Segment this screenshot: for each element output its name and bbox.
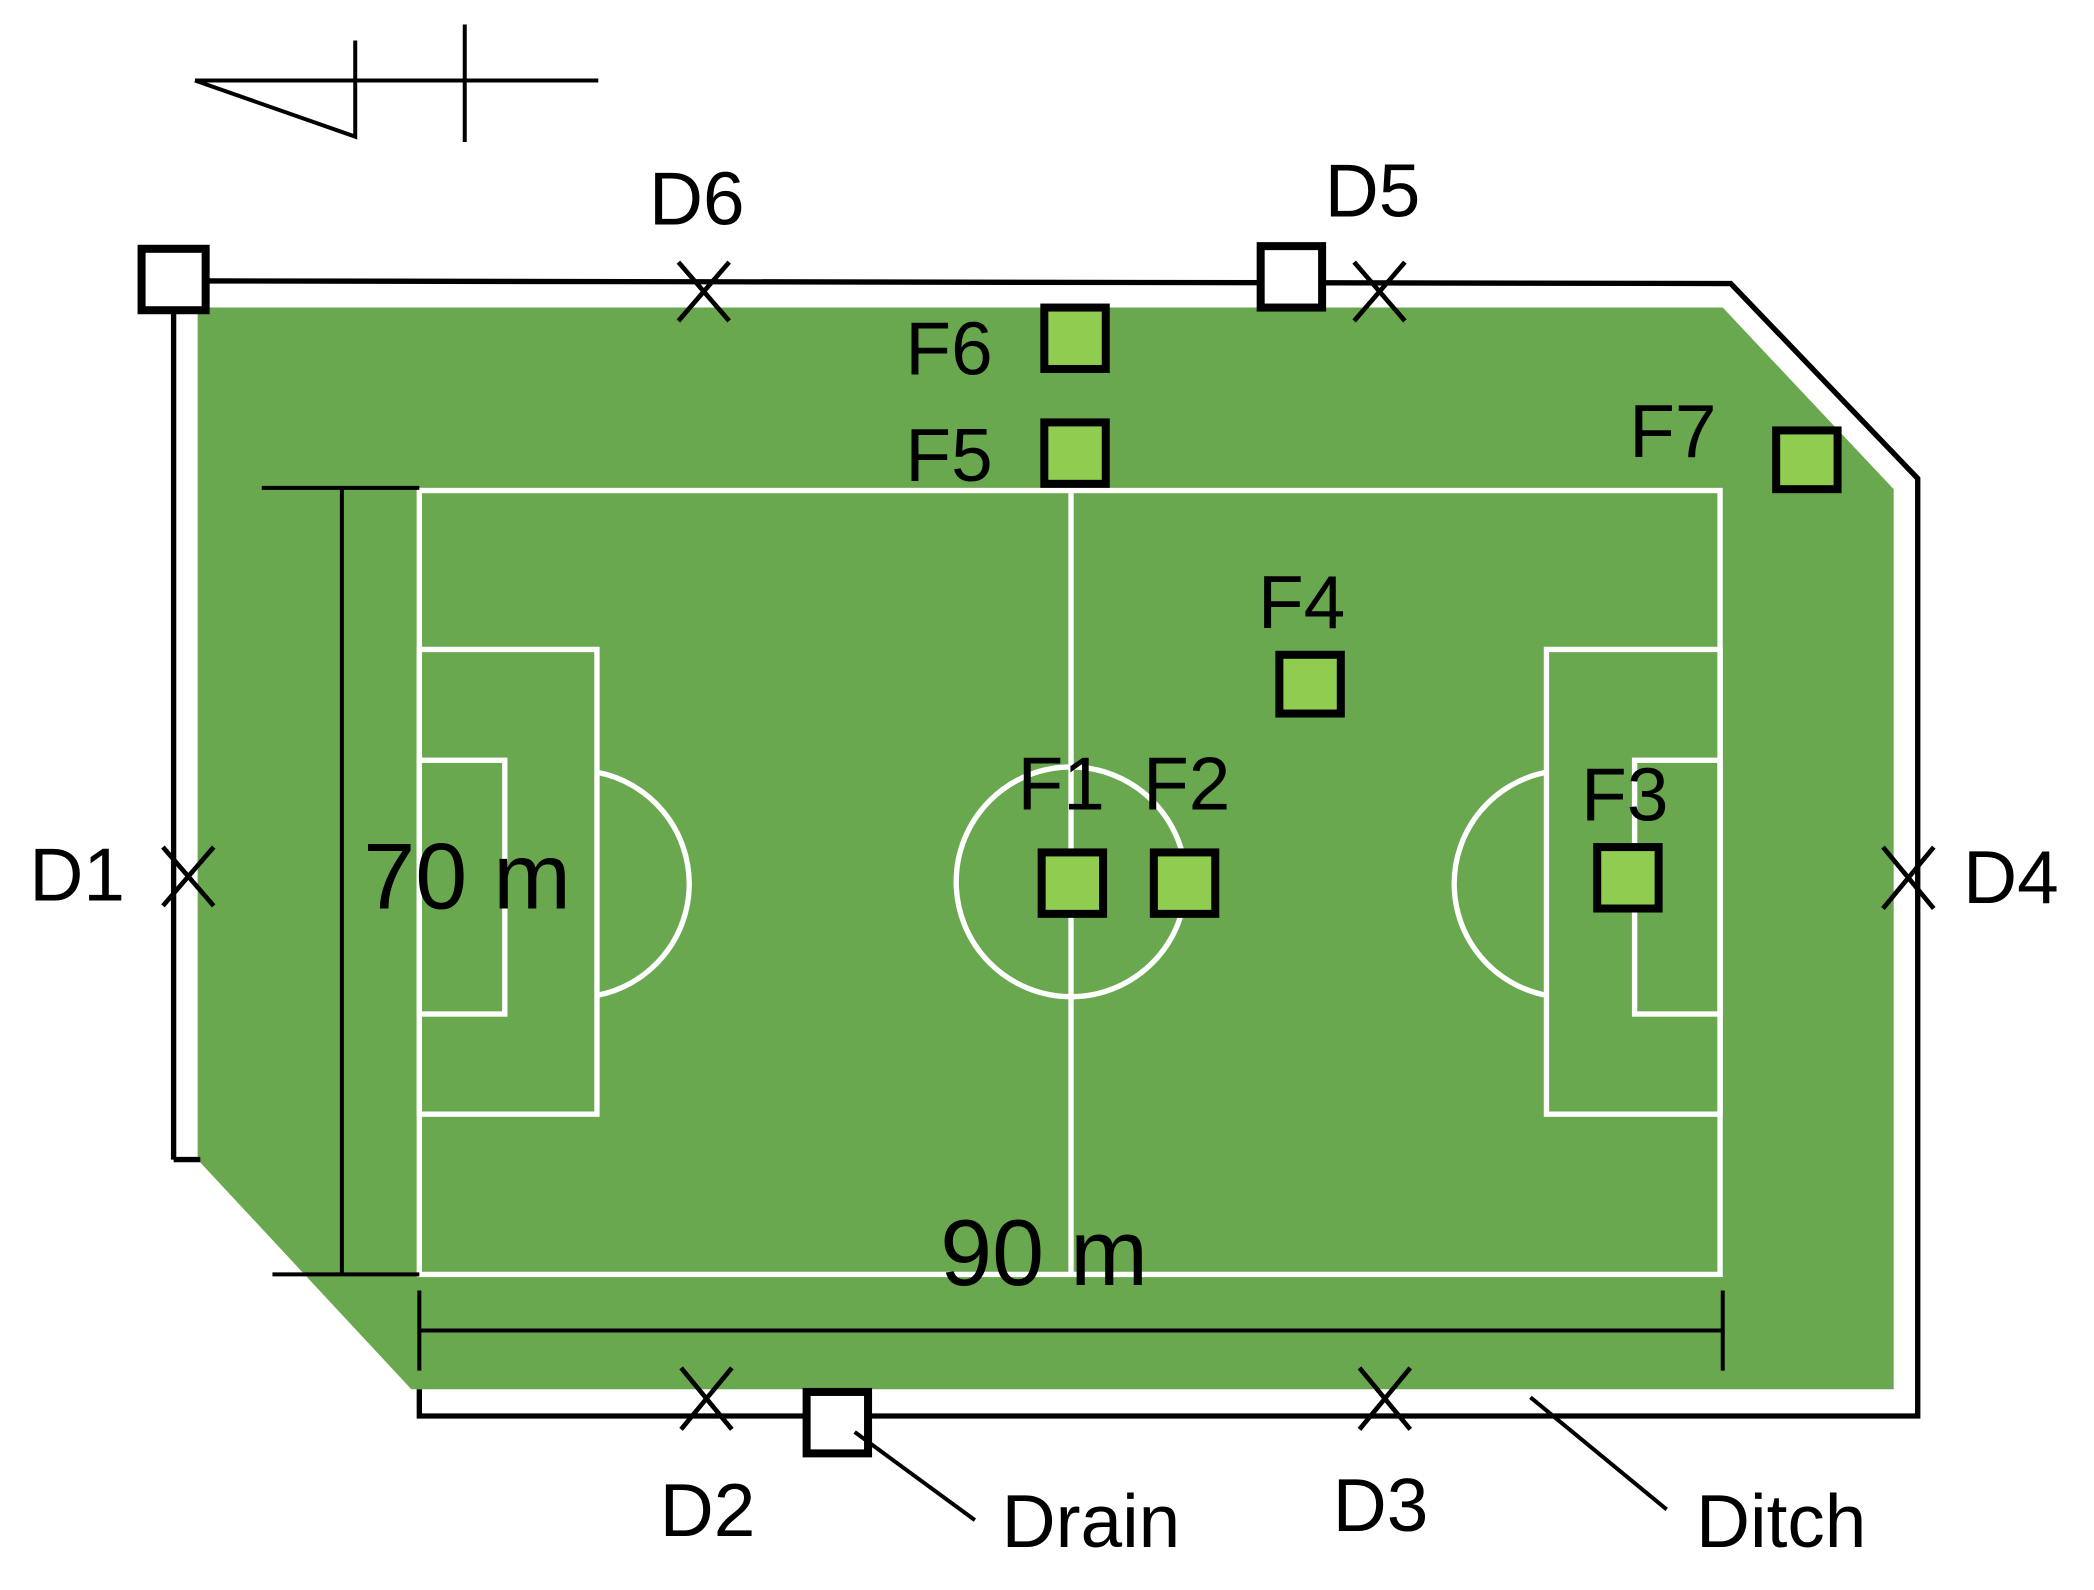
dimension-lines — [261, 485, 1725, 1371]
ditch-point-label-d5: D5 — [1325, 149, 1421, 233]
drain-legend-label: Drain — [1002, 1479, 1181, 1563]
sensor-marker-f7 — [1772, 426, 1842, 494]
ditch-point-label-d4: D4 — [1963, 835, 2059, 919]
sensor-markers — [1037, 303, 1842, 918]
ditch-point-label-d1: D1 — [29, 833, 125, 917]
sensor-marker-f4 — [1275, 650, 1345, 718]
sensor-label-f3: F3 — [1581, 752, 1668, 836]
sensor-label-f5: F5 — [905, 413, 992, 497]
sensor-label-f2: F2 — [1143, 742, 1230, 826]
ditch-point-label-d2: D2 — [660, 1468, 756, 1552]
sensor-marker-f2 — [1149, 848, 1220, 918]
width-dimension-label: 90 m — [940, 1200, 1148, 1305]
sensor-marker-f3 — [1593, 843, 1663, 913]
sensor-marker-f1 — [1037, 848, 1108, 918]
legend-leader-lines — [853, 1395, 1668, 1522]
ditch-point-label-d3: D3 — [1333, 1463, 1429, 1547]
ditch-point-label-d6: D6 — [649, 157, 745, 241]
sensor-label-f1: F1 — [1018, 742, 1105, 826]
sensor-label-f4: F4 — [1258, 560, 1345, 644]
drain-square-icon — [137, 242, 1327, 1458]
sensor-marker-f5 — [1040, 418, 1110, 488]
ditch-legend-label: Ditch — [1696, 1479, 1866, 1563]
sensor-marker-f6 — [1040, 303, 1110, 373]
sensor-label-f6: F6 — [905, 306, 992, 390]
sensor-label-f7: F7 — [1629, 389, 1716, 473]
x-mark-icon — [161, 260, 1936, 1431]
north-arrow-icon — [194, 24, 599, 142]
pitch-markings — [416, 487, 1723, 1278]
height-dimension-label: 70 m — [363, 824, 571, 929]
